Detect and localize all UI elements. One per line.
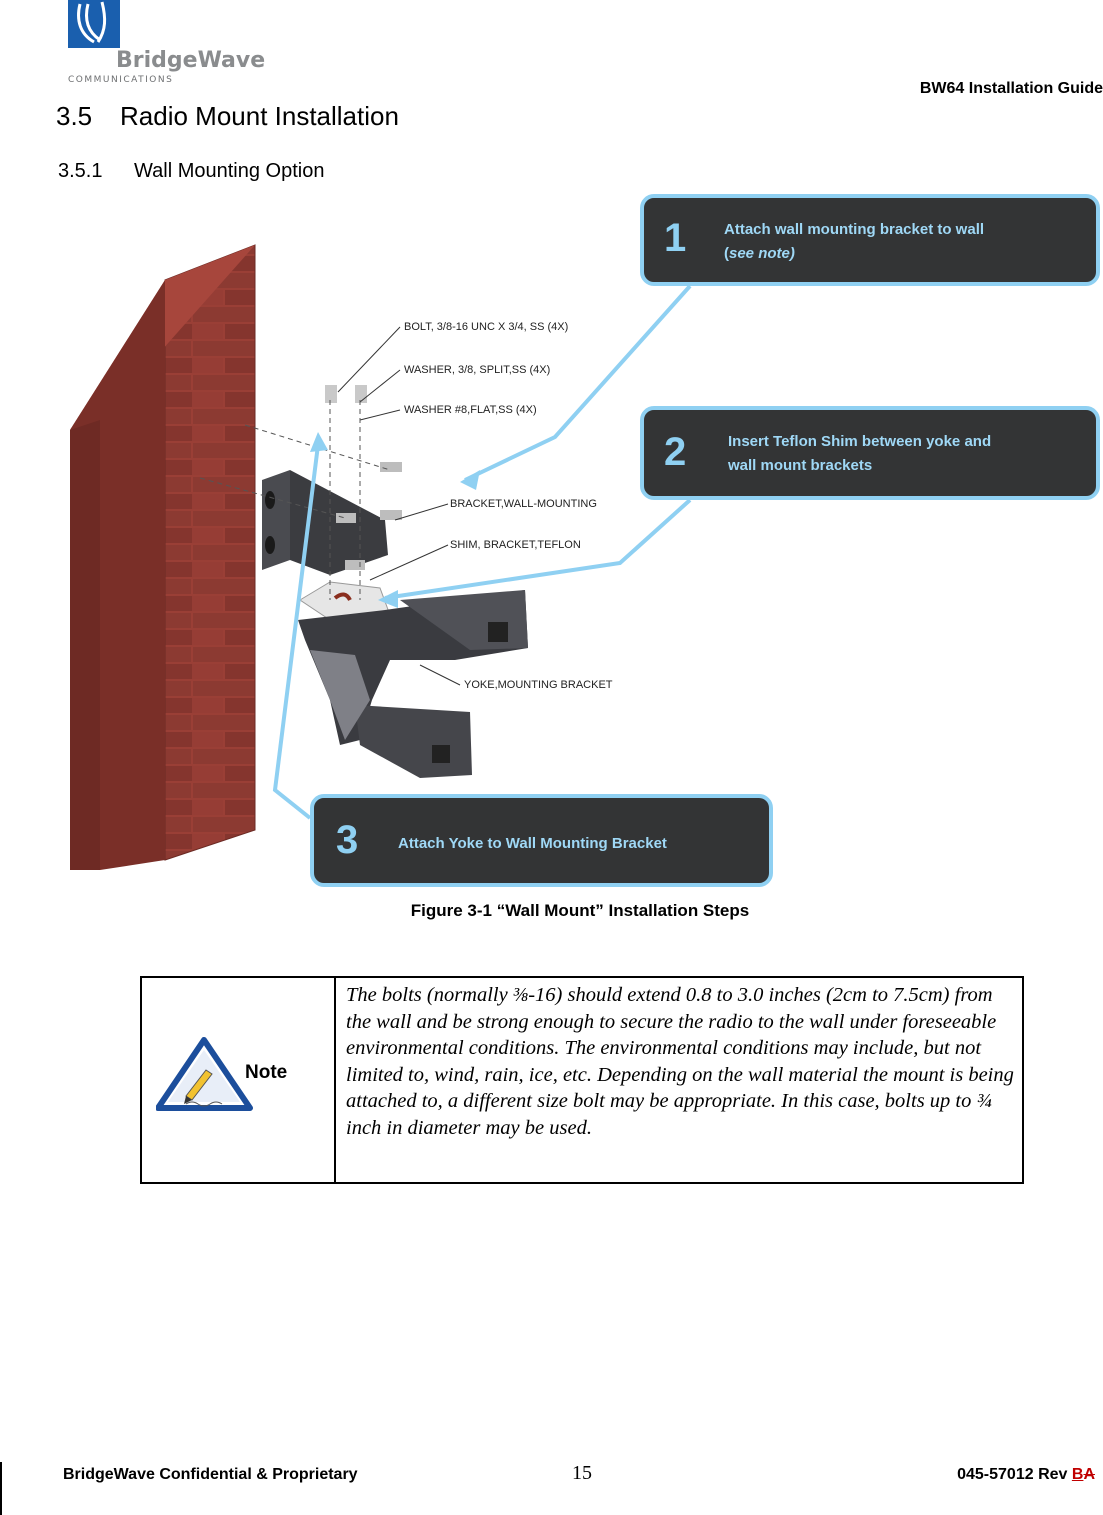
callout-step-1-text: Attach wall mounting bracket to wall (se… xyxy=(724,218,1084,266)
callout-step-2-line2: wall mount brackets xyxy=(728,457,873,474)
callout-step-1-line1: Attach wall mounting bracket to wall xyxy=(724,221,985,238)
guide-title: BW64 Installation Guide xyxy=(919,80,1103,97)
note-label: Note xyxy=(245,1062,288,1083)
footer-doc-number: 045-57012 Rev BA xyxy=(957,1466,1095,1484)
section-title: Radio Mount Installation xyxy=(120,101,399,131)
wall-mount-illustration xyxy=(70,244,692,870)
callout-step-1-see-note: see note) xyxy=(729,245,795,262)
callout-step-2-number: 2 xyxy=(664,430,687,474)
revision-old: A xyxy=(1083,1466,1095,1483)
footer-margin-bar xyxy=(0,1462,2,1515)
callout-step-1: 1 Attach wall mounting bracket to wall (… xyxy=(640,194,1100,286)
note-pencil-icon xyxy=(156,1037,253,1111)
doc-number-text: 045-57012 Rev xyxy=(957,1466,1072,1483)
logo-subtitle: COMMUNICATIONS xyxy=(68,75,174,85)
part-label-bracket: BRACKET,WALL-MOUNTING xyxy=(450,498,597,510)
part-label-flat-washer: WASHER #8,FLAT,SS (4X) xyxy=(404,404,537,416)
section-number: 3.5 xyxy=(56,101,93,131)
callout-step-1-line2: (see note) xyxy=(724,242,1084,266)
part-label-yoke: YOKE,MOUNTING BRACKET xyxy=(464,679,613,691)
note-icon-cell: Note xyxy=(142,978,336,1182)
part-label-shim: SHIM, BRACKET,TEFLON xyxy=(450,539,581,551)
subsection-number: 3.5.1 xyxy=(58,160,103,182)
callout-step-2-line1: Insert Teflon Shim between yoke and xyxy=(728,433,992,450)
callout-step-3-number: 3 xyxy=(336,818,359,862)
logo-mark-icon xyxy=(68,0,120,48)
note-text: The bolts (normally ⅜-16) should extend … xyxy=(346,984,1014,1139)
figure-caption: Figure 3-1 “Wall Mount” Installation Ste… xyxy=(410,901,750,920)
logo-wordmark: BridgeWave xyxy=(116,48,266,73)
callout-step-1-number: 1 xyxy=(664,216,687,260)
bridgewave-logo xyxy=(66,0,266,90)
callout-step-3: 3 Attach Yoke to Wall Mounting Bracket xyxy=(310,794,773,887)
page-number: 15 xyxy=(572,1462,592,1484)
callout-step-1-paren: ( xyxy=(724,245,729,262)
callout-step-3-text: Attach Yoke to Wall Mounting Bracket xyxy=(398,835,667,852)
part-label-split-washer: WASHER, 3/8, SPLIT,SS (4X) xyxy=(404,364,551,376)
subsection-title: Wall Mounting Option xyxy=(134,160,325,182)
callout-step-2: 2 Insert Teflon Shim between yoke and wa… xyxy=(640,406,1100,500)
part-label-bolt: BOLT, 3/8-16 UNC X 3/4, SS (4X) xyxy=(404,321,569,333)
note-table: Note The bolts (normally ⅜-16) should ex… xyxy=(140,976,1024,1184)
footer-confidential: BridgeWave Confidential & Proprietary xyxy=(63,1466,358,1483)
callout-step-2-text: Insert Teflon Shim between yoke and wall… xyxy=(728,430,1088,478)
revision-new: B xyxy=(1071,1466,1084,1483)
